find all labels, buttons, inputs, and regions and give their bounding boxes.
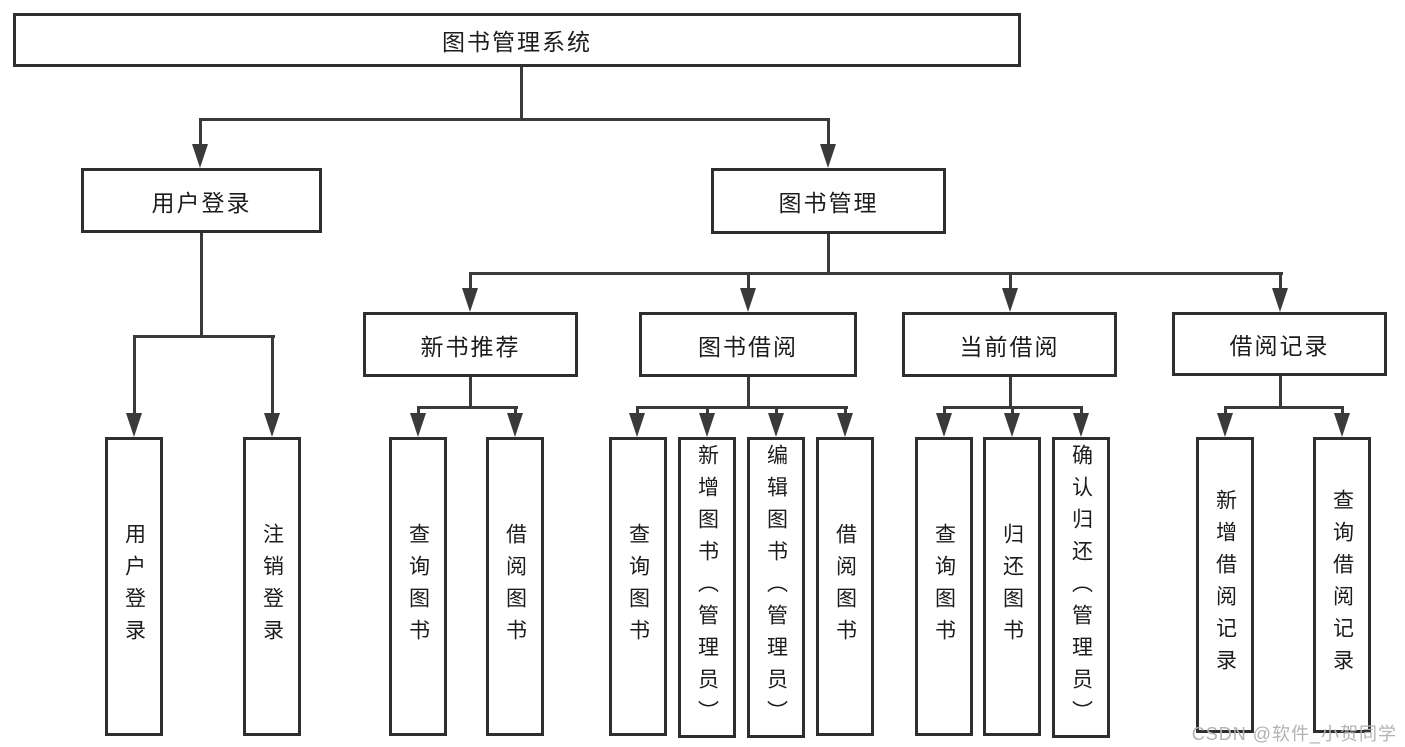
- connector-vline: [1011, 406, 1014, 418]
- connector-vline: [200, 233, 203, 335]
- arrowhead-down-icon: [699, 413, 715, 437]
- connector-vline: [747, 272, 750, 290]
- arrowhead-down-icon: [1004, 413, 1020, 437]
- connector-vline: [1009, 377, 1012, 406]
- connector-hline: [417, 406, 518, 409]
- node-borrowing-records: 借阅记录: [1172, 312, 1387, 376]
- arrowhead-down-icon: [126, 413, 142, 437]
- arrowhead-down-icon: [264, 413, 280, 437]
- arrowhead-down-icon: [820, 144, 836, 168]
- arrowhead-down-icon: [1217, 413, 1233, 437]
- arrowhead-down-icon: [462, 288, 478, 312]
- connector-hline: [1224, 406, 1344, 409]
- arrowhead-down-icon: [629, 413, 645, 437]
- leaf-edit-book-admin: 编辑图书（管理员）: [747, 437, 805, 738]
- leaf-query-books-current: 查询图书: [915, 437, 973, 736]
- leaf-query-borrow-record: 查询借阅记录: [1313, 437, 1371, 733]
- connector-vline: [133, 335, 136, 420]
- arrowhead-down-icon: [837, 413, 853, 437]
- connector-hline: [199, 118, 830, 121]
- arrowhead-down-icon: [936, 413, 952, 437]
- connector-vline: [469, 377, 472, 406]
- connector-vline: [1341, 406, 1344, 418]
- connector-vline: [1080, 406, 1083, 418]
- arrowhead-down-icon: [1073, 413, 1089, 437]
- connector-vline: [1279, 376, 1282, 406]
- leaf-borrow-books-recommend: 借阅图书: [486, 437, 544, 736]
- connector-vline: [747, 377, 750, 406]
- connector-hline: [133, 335, 275, 338]
- connector-vline: [844, 406, 847, 418]
- leaf-user-login: 用户登录: [105, 437, 163, 736]
- connector-vline: [1279, 272, 1282, 290]
- arrowhead-down-icon: [410, 413, 426, 437]
- arrowhead-down-icon: [192, 144, 208, 168]
- leaf-add-book-admin: 新增图书（管理员）: [678, 437, 736, 738]
- watermark: CSDN @软件_小贺同学: [1191, 724, 1397, 744]
- arrowhead-down-icon: [1334, 413, 1350, 437]
- arrowhead-down-icon: [1272, 288, 1288, 312]
- connector-vline: [636, 406, 639, 418]
- leaf-logout-login: 注销登录: [243, 437, 301, 736]
- connector-vline: [775, 406, 778, 418]
- node-book-management: 图书管理: [711, 168, 946, 234]
- connector-vline: [271, 335, 274, 420]
- arrowhead-down-icon: [740, 288, 756, 312]
- node-book-borrowing: 图书借阅: [639, 312, 857, 377]
- arrowhead-down-icon: [768, 413, 784, 437]
- connector-vline: [827, 234, 830, 272]
- leaf-query-books-borrowing: 查询图书: [609, 437, 667, 736]
- connector-hline: [636, 406, 848, 409]
- connector-hline: [469, 272, 1283, 275]
- leaf-query-books-recommend: 查询图书: [389, 437, 447, 736]
- connector-vline: [1224, 406, 1227, 418]
- arrowhead-down-icon: [1002, 288, 1018, 312]
- connector-vline: [199, 118, 202, 146]
- connector-vline: [827, 118, 830, 146]
- leaf-add-borrow-record: 新增借阅记录: [1196, 437, 1254, 733]
- node-new-book-recommend: 新书推荐: [363, 312, 578, 377]
- connector-vline: [417, 406, 420, 418]
- leaf-borrow-books-borrowing: 借阅图书: [816, 437, 874, 736]
- connector-vline: [706, 406, 709, 418]
- arrowhead-down-icon: [507, 413, 523, 437]
- connector-vline: [520, 67, 523, 118]
- node-user-login: 用户登录: [81, 168, 322, 233]
- connector-vline: [514, 406, 517, 418]
- connector-vline: [469, 272, 472, 290]
- connector-vline: [943, 406, 946, 418]
- leaf-return-books: 归还图书: [983, 437, 1041, 736]
- leaf-confirm-return-admin: 确认归还（管理员）: [1052, 437, 1110, 738]
- connector-vline: [1009, 272, 1012, 290]
- node-current-borrowing: 当前借阅: [902, 312, 1117, 377]
- node-root: 图书管理系统: [13, 13, 1021, 67]
